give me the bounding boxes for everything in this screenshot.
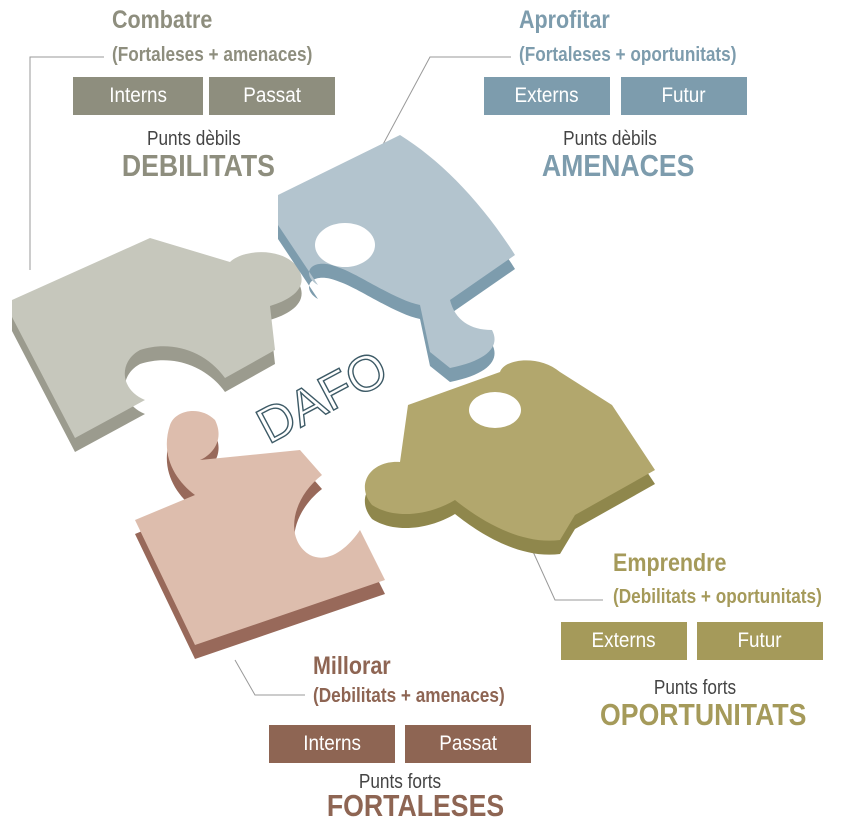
action-amenaces: Aprofitar	[519, 6, 610, 34]
tag-amenaces-externs: Externs	[484, 77, 610, 115]
tag-oportunitats-externs: Externs	[561, 622, 687, 660]
action-oportunitats: Emprendre	[613, 549, 727, 577]
tag-oportunitats-futur: Futur	[697, 622, 823, 660]
connector-line-debilitats	[29, 56, 104, 270]
puzzle-piece-fortaleses	[135, 410, 385, 659]
action-debilitats: Combatre	[112, 6, 213, 34]
action-fortaleses: Millorar	[313, 652, 391, 680]
formula-debilitats: (Fortaleses + amenaces)	[112, 44, 313, 66]
tag-amenaces-futur: Futur	[621, 77, 747, 115]
quadrant-name-debilitats: DEBILITATS	[121, 148, 275, 183]
puzzle-piece-amenaces	[278, 135, 515, 382]
tag-debilitats-passat: Passat	[209, 77, 335, 115]
caption-fortaleses: Punts forts	[358, 771, 442, 793]
tag-debilitats-interns: Interns	[73, 77, 203, 115]
quadrant-name-oportunitats: OPORTUNITATS	[600, 697, 807, 732]
formula-fortaleses: (Debilitats + amenaces)	[313, 685, 505, 707]
formula-oportunitats: (Debilitats + oportunitats)	[613, 586, 822, 608]
puzzle-piece-oportunitats	[364, 360, 655, 555]
caption-debilitats: Punts dèbils	[147, 128, 241, 150]
tag-fortaleses-passat: Passat	[405, 725, 531, 763]
caption-amenaces: Punts dèbils	[563, 128, 657, 150]
caption-oportunitats: Punts forts	[653, 677, 737, 699]
puzzle-piece-debilitats	[12, 238, 302, 452]
quadrant-name-amenaces: AMENACES	[541, 148, 695, 183]
connector-line-amenaces	[379, 56, 511, 151]
tag-fortaleses-interns: Interns	[269, 725, 395, 763]
connector-line-fortaleses	[234, 659, 305, 696]
quadrant-name-fortaleses: FORTALESES	[326, 788, 505, 823]
formula-amenaces: (Fortaleses + oportunitats)	[519, 44, 737, 66]
connector-line-oportunitats	[529, 544, 603, 601]
